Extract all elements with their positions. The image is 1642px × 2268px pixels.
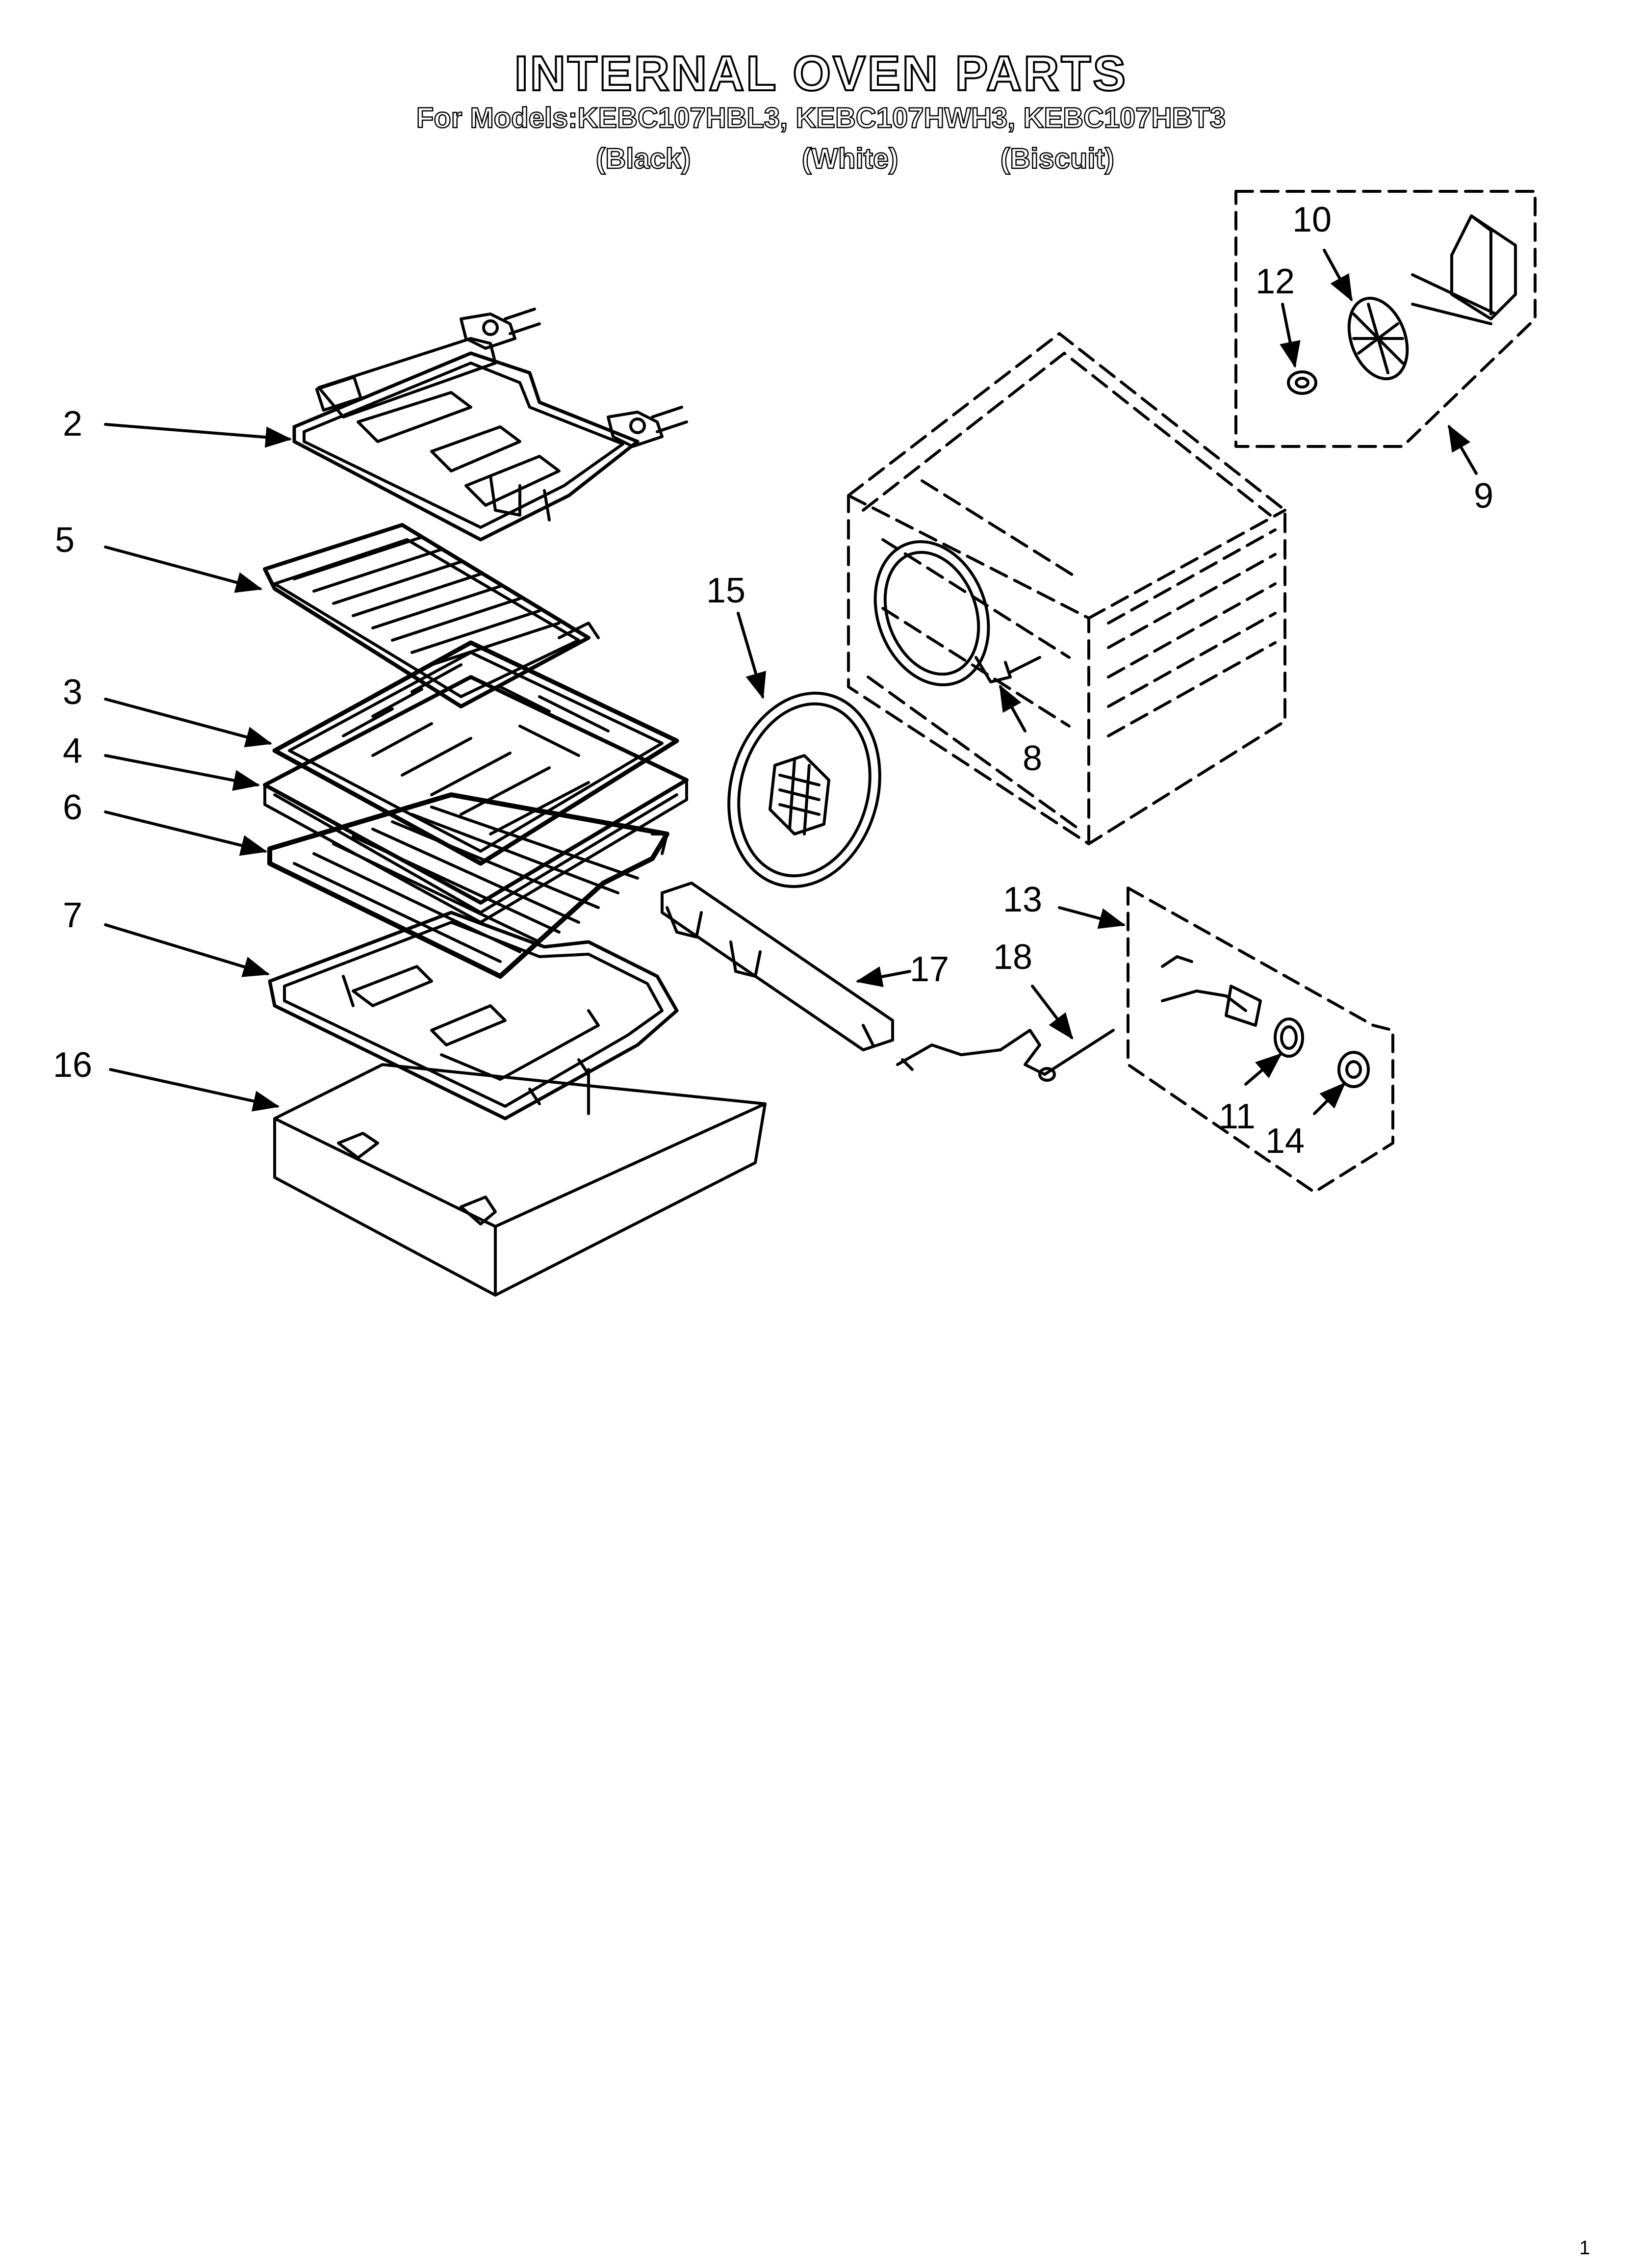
callout-10: 10 [1292,200,1332,239]
callout-18: 18 [993,938,1032,977]
bake-element [268,911,679,1121]
page-number: 1 [1579,2237,1591,2259]
element-bracket [661,882,894,1051]
oven-rack-top [263,523,600,708]
callout-14: 14 [1265,1121,1305,1161]
color-black-label: (Black) [595,142,692,176]
callout-3: 3 [63,673,82,712]
callout-5: 5 [55,521,75,560]
models-line: For Models:KEBC107HBL3, KEBC107HWH3, KEB… [416,102,1227,134]
diagram-header: INTERNAL OVEN PARTS For Models:KEBC107HB… [0,46,1642,134]
sensor-kit [1127,886,1394,1194]
broil-element [292,308,688,542]
callout-16: 16 [53,1045,92,1085]
convection-element [873,540,1041,686]
callout-13: 13 [1003,880,1042,919]
callout-4: 4 [63,731,82,771]
callout-7: 7 [63,896,82,935]
model-colors: (Black) (White) (Biscuit) [0,142,1642,177]
callout-17: 17 [910,950,949,989]
callout-2: 2 [63,404,82,443]
color-white-label: (White) [801,142,899,176]
fan-baffle [727,691,881,888]
oven-rack [267,792,669,979]
callout-9: 9 [1474,476,1493,516]
meat-probe [896,1029,1115,1082]
broiler-grid [272,640,679,866]
oven-bottom-panel [273,1063,767,1297]
color-biscuit-label: (Biscuit) [1000,142,1115,176]
callout-12: 12 [1256,262,1295,301]
oven-cavity [847,332,1286,845]
callout-11: 11 [1219,1097,1256,1136]
convection-fan-kit [1234,190,1537,448]
callout-6: 6 [63,788,82,827]
callout-8: 8 [1023,739,1042,778]
page-title: INTERNAL OVEN PARTS [513,46,1128,102]
callout-15: 15 [706,571,745,610]
